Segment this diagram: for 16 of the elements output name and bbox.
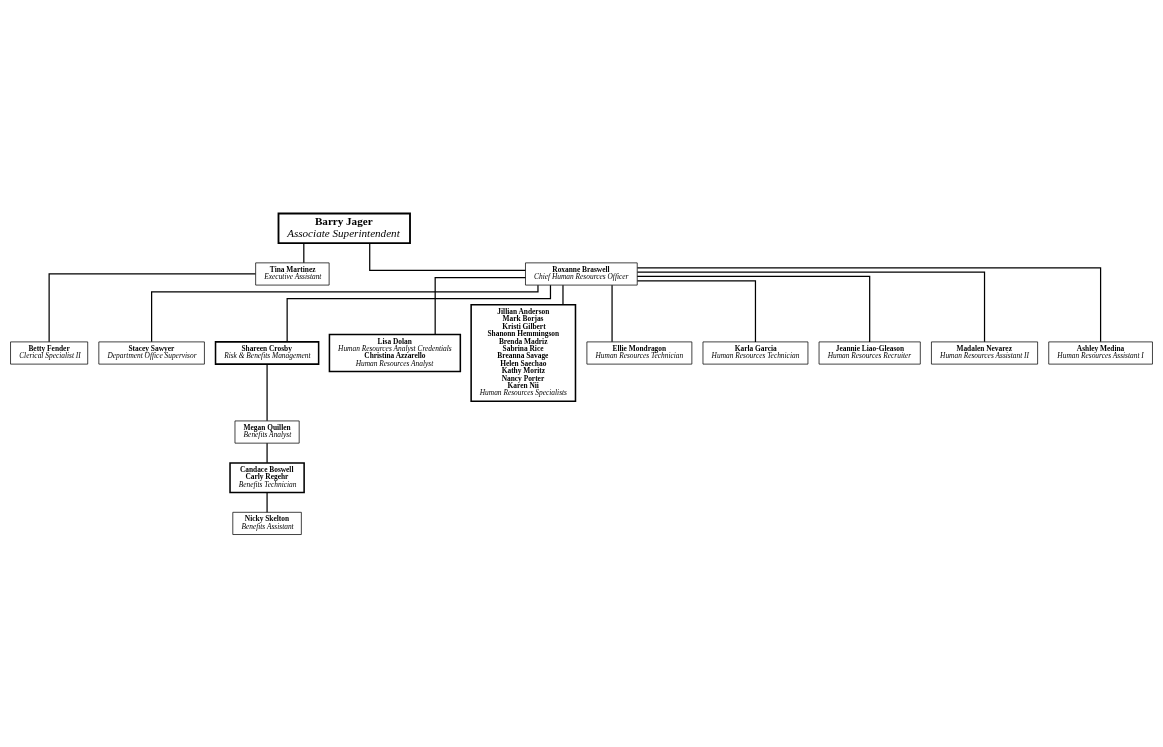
connector: [48, 272, 257, 342]
node-box: Barry Jager Associate Superintendent: [277, 212, 411, 244]
connector: [151, 284, 539, 342]
connector: [636, 266, 1102, 342]
connector: [636, 279, 757, 342]
connector: [266, 442, 268, 463]
connector: [434, 276, 527, 335]
connector: [636, 271, 986, 342]
connector: [266, 491, 268, 513]
connector: [303, 242, 305, 263]
connector: [611, 284, 613, 342]
connector: [286, 284, 552, 342]
connector: [266, 363, 268, 421]
connector: [369, 242, 527, 271]
connector: [562, 284, 564, 305]
connector: [636, 275, 871, 342]
